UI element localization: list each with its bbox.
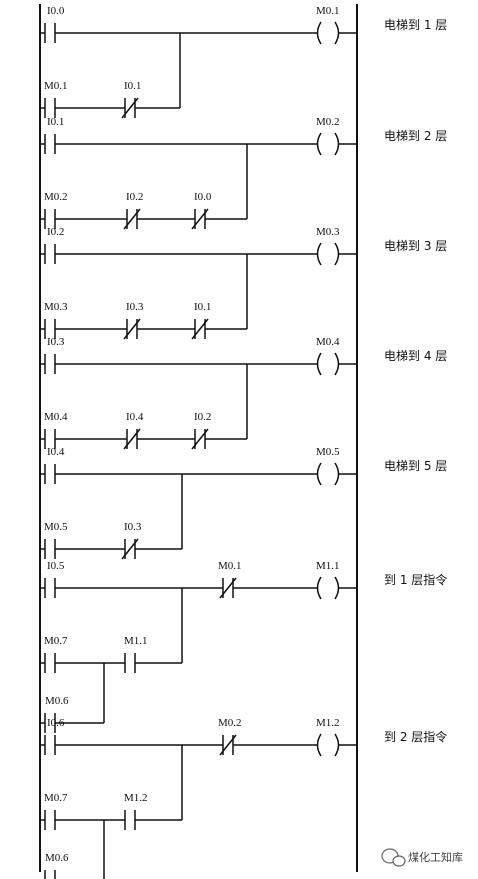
- watermark: 煤化工知库: [381, 848, 463, 867]
- coil-label: M0.2: [316, 116, 340, 128]
- branch-contact-label-1: M0.7: [44, 792, 68, 804]
- branch-contact-label-1: M0.5: [44, 521, 68, 533]
- branch-contact-1: [44, 539, 56, 559]
- sub-branch-contact-label: M0.6: [45, 695, 69, 707]
- output-coil: [316, 462, 340, 486]
- branch-contact-label-2: I0.2: [126, 191, 143, 203]
- sub-branch-contact: [44, 870, 56, 879]
- main-contact-label: I0.5: [47, 560, 65, 572]
- branch-contact-label-3: I0.1: [194, 301, 211, 313]
- main-contact: [44, 735, 56, 755]
- sub-branch-contact-label: M0.6: [45, 852, 69, 864]
- branch-contact-1: [44, 98, 56, 118]
- branch-contact-label-1: M0.4: [44, 411, 68, 423]
- branch-contact-1: [44, 653, 56, 673]
- rung-comment: 到 2 层指令: [384, 729, 447, 744]
- coil-label: M0.1: [316, 5, 340, 17]
- branch-contact-label-1: M0.2: [44, 191, 68, 203]
- output-coil: [316, 21, 340, 45]
- main-contact-label: I0.6: [47, 717, 65, 729]
- branch-contact-label-2: I0.3: [126, 301, 144, 313]
- output-coil: [316, 242, 340, 266]
- main-contact-label: I0.2: [47, 226, 64, 238]
- output-coil: [316, 576, 340, 600]
- main-contact-label: I0.4: [47, 446, 65, 458]
- coil-label: M1.1: [316, 560, 340, 572]
- branch-contact-2: [124, 810, 136, 830]
- main-contact-label: I0.3: [47, 336, 65, 348]
- watermark-text: 煤化工知库: [408, 850, 463, 864]
- branch-contact-2: [124, 653, 136, 673]
- output-coil: [316, 733, 340, 757]
- series-contact-label: M0.2: [218, 717, 242, 729]
- main-contact: [44, 578, 56, 598]
- branch-contact-1: [44, 810, 56, 830]
- rung-comment: 电梯到 3 层: [384, 239, 447, 253]
- rung-comment: 电梯到 1 层: [384, 18, 447, 32]
- branch-contact-label-2: I0.3: [124, 521, 142, 533]
- coil-label: M1.2: [316, 717, 340, 729]
- main-contact: [44, 134, 56, 154]
- branch-contact-label-2: M1.1: [124, 635, 148, 647]
- main-contact-label: I0.0: [47, 5, 65, 17]
- output-coil: [316, 352, 340, 376]
- branch-contact-label-2: I0.1: [124, 80, 141, 92]
- branch-contact-label-2: M1.2: [124, 792, 148, 804]
- branch-contact-label-1: M0.7: [44, 635, 68, 647]
- rung-comment: 电梯到 4 层: [384, 349, 447, 363]
- wechat-bubble-icon: [381, 848, 406, 867]
- branch-contact-label-2: I0.4: [126, 411, 144, 423]
- branch-contact-label-3: I0.2: [194, 411, 211, 423]
- rung-comment: 到 1 层指令: [384, 572, 447, 587]
- main-contact-label: I0.1: [47, 116, 64, 128]
- coil-label: M0.5: [316, 446, 340, 458]
- series-contact-label: M0.1: [218, 560, 242, 572]
- coil-label: M0.4: [316, 336, 340, 348]
- main-contact: [44, 23, 56, 43]
- coil-label: M0.3: [316, 226, 340, 238]
- rung-comment: 电梯到 5 层: [384, 459, 447, 473]
- output-coil: [316, 132, 340, 156]
- rung-comment: 电梯到 2 层: [384, 129, 447, 143]
- branch-contact-label-1: M0.1: [44, 80, 68, 92]
- branch-contact-label-3: I0.0: [194, 191, 212, 203]
- branch-contact-label-1: M0.3: [44, 301, 68, 313]
- main-contact: [44, 464, 56, 484]
- main-contact: [44, 354, 56, 374]
- main-contact: [44, 244, 56, 264]
